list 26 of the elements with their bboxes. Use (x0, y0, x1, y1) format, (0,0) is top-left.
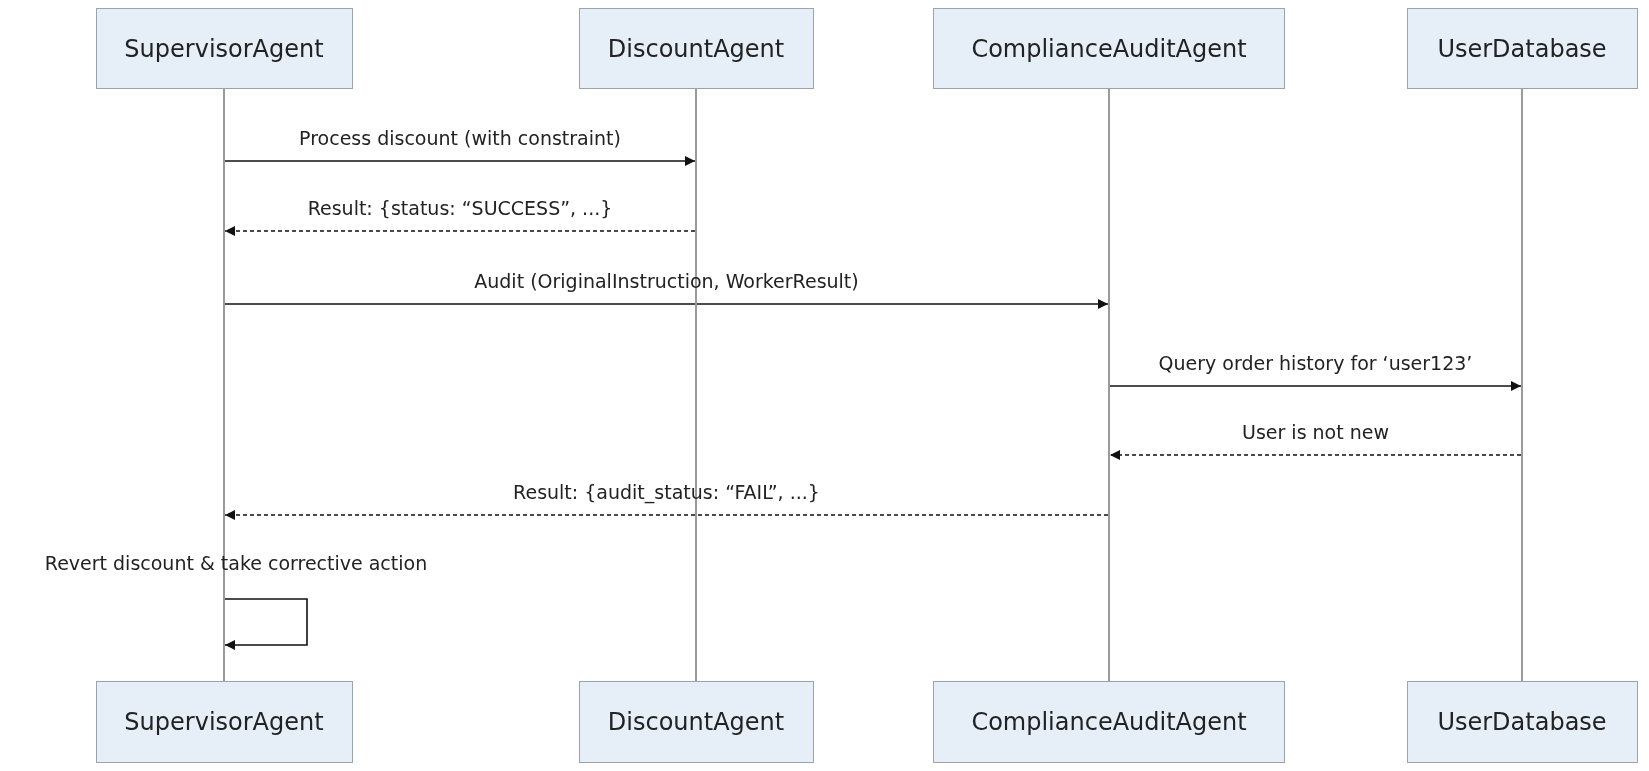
edge-label: Revert discount & take corrective action (44, 552, 428, 574)
edge-label: Audit (OriginalInstruction, WorkerResult) (474, 270, 859, 292)
participant-box: ComplianceAuditAgent (933, 681, 1285, 763)
lifeline (1521, 89, 1523, 681)
lifeline (1108, 89, 1110, 681)
edge-label: Result: {audit_status: “FAIL”, ...} (513, 481, 820, 503)
lifeline (695, 89, 697, 681)
participant-box: DiscountAgent (578, 681, 814, 763)
participant-box: SupervisorAgent (95, 681, 353, 763)
participant-box: SupervisorAgent (95, 8, 353, 89)
return-arrow (224, 226, 696, 236)
edge-label: Query order history for ‘user123’ (1158, 352, 1473, 374)
return-arrow (224, 510, 1109, 520)
message-arrow (224, 299, 1109, 309)
participant-box: DiscountAgent (578, 8, 814, 89)
participant-box: UserDatabase (1406, 681, 1638, 763)
participant-box: ComplianceAuditAgent (933, 8, 1285, 89)
edge-label: Result: {status: “SUCCESS”, ...} (307, 197, 613, 219)
participant-box: UserDatabase (1406, 8, 1638, 89)
return-arrow (1109, 450, 1522, 460)
message-arrow (1109, 381, 1522, 391)
lifeline (223, 89, 225, 681)
message-arrow (224, 156, 696, 166)
self-call-arrow (224, 598, 308, 650)
edge-label: User is not new (1242, 421, 1389, 443)
edge-label: Process discount (with constraint) (299, 127, 621, 149)
